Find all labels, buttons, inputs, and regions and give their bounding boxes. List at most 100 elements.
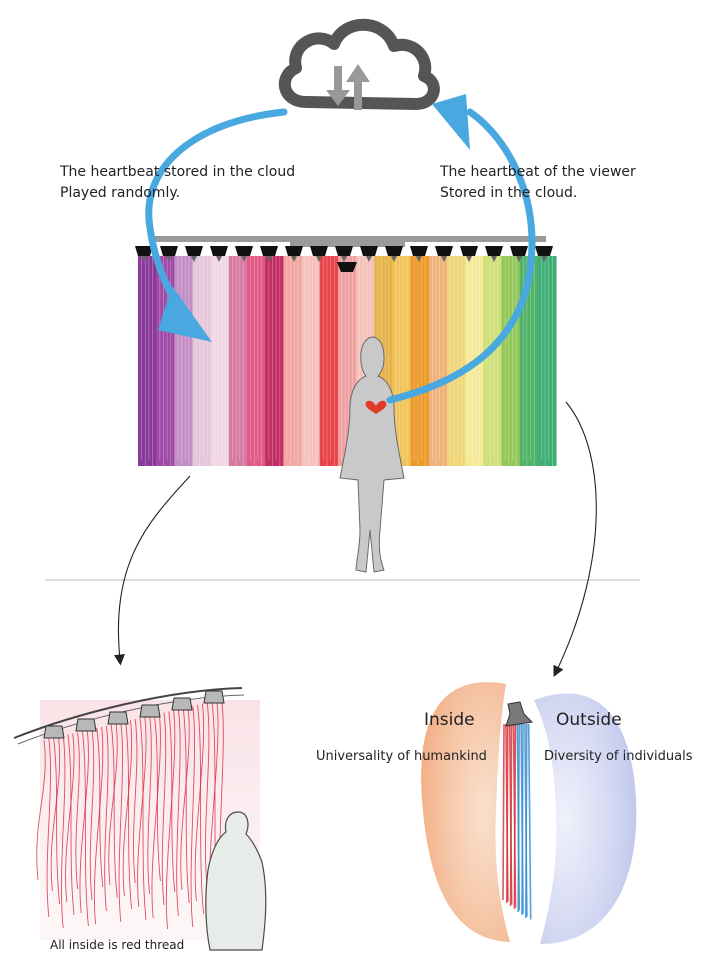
speaker-icon [260, 246, 278, 256]
heart-icon [365, 400, 387, 414]
io-thread [521, 723, 524, 916]
cloud-right-label-1: The heartbeat of the viewer [439, 164, 636, 180]
speaker-rail [135, 236, 553, 272]
red-thread [180, 706, 190, 891]
thread-band [138, 256, 157, 466]
thread-curtain [138, 256, 557, 466]
thread-band [174, 256, 194, 466]
speaker-cone [166, 256, 172, 262]
speaker-cone [316, 256, 322, 262]
io-thread [502, 723, 505, 901]
speaker-cone [466, 256, 472, 262]
red-thread [194, 703, 205, 902]
thread-band [537, 256, 557, 466]
red-thread [46, 738, 51, 918]
sketch-speaker-icon [43, 725, 65, 739]
io-thread [513, 723, 517, 910]
inside-title: Inside [424, 710, 475, 730]
speaker-icon [135, 246, 153, 256]
speaker-cone [216, 256, 222, 262]
sketch-speaker-icon [203, 690, 225, 704]
speaker-icon [335, 246, 353, 256]
speaker-icon [435, 246, 453, 256]
outside-subtitle: Diversity of individuals [544, 749, 693, 764]
thread-band [247, 256, 266, 466]
thread-band [228, 256, 248, 466]
speaker-cone [516, 256, 522, 262]
speaker-icon [510, 246, 528, 256]
red-thread [151, 713, 161, 919]
outside-title: Outside [556, 710, 622, 730]
red-thread [65, 733, 75, 903]
sketch-caption: All inside is red thread [50, 938, 184, 952]
thread-band [483, 256, 503, 466]
red-thread [165, 710, 176, 930]
speaker-icon [337, 262, 357, 272]
speaker-cone [441, 256, 447, 262]
red-thread [137, 716, 147, 908]
speaker-icon [535, 246, 553, 256]
thread-band [392, 256, 412, 466]
person-silhouette [339, 336, 405, 573]
red-thread [139, 717, 147, 921]
sketch-speaker-icon [75, 718, 97, 732]
red-thread [81, 731, 89, 927]
speaker-cone [266, 256, 272, 262]
heartbeat-flow-arrows [145, 94, 536, 404]
red-thread-sketch [13, 687, 267, 951]
cloud-left-label-2: Played randomly. [60, 185, 180, 201]
red-thread [110, 724, 118, 899]
speaker-icon [285, 246, 303, 256]
speaker-icon [460, 246, 478, 256]
red-thread [147, 715, 152, 895]
inside-outside-diagram [421, 682, 637, 944]
inside-subtitle: Universality of humankind [316, 749, 487, 764]
red-thread [133, 719, 138, 884]
thread-band [519, 256, 539, 466]
red-thread [161, 712, 167, 906]
speaker-icon [160, 246, 178, 256]
thread-band [283, 256, 303, 466]
thread-band [428, 256, 448, 466]
io-thread [524, 723, 528, 919]
speaker-cone [491, 256, 497, 262]
cloud-right-label-2: Stored in the cloud. [440, 185, 577, 201]
red-thread [122, 720, 133, 897]
io-thread [509, 723, 513, 907]
thread-band [301, 256, 321, 466]
arrow-to-inside-outside [553, 401, 597, 677]
speaker-icon [360, 246, 378, 256]
speaker-cone [241, 256, 247, 262]
thread-band [319, 256, 339, 466]
red-thread [53, 737, 61, 905]
speaker-icon [185, 246, 203, 256]
speaker-icon [385, 246, 403, 256]
speaker-icon [410, 246, 428, 256]
red-thread [67, 734, 75, 916]
red-thread [205, 702, 210, 889]
red-thread [61, 735, 66, 929]
sketch-speaker-icon [171, 697, 193, 711]
io-thread [506, 723, 509, 904]
speaker-icon [210, 246, 228, 256]
red-thread [104, 725, 109, 912]
sketch-speaker-icon [139, 704, 161, 718]
speaker-icon [235, 246, 253, 256]
speaker-cone [391, 256, 397, 262]
red-thread [118, 722, 123, 923]
red-thread [197, 704, 205, 915]
red-thread [176, 709, 181, 917]
speaker-cone [291, 256, 297, 262]
red-thread [89, 728, 95, 901]
thread-band [192, 256, 212, 466]
speaker-cone [191, 256, 197, 262]
speaker-icon [485, 246, 503, 256]
red-thread [75, 732, 80, 890]
io-thread [527, 723, 532, 920]
speaker-cone [141, 256, 147, 262]
red-thread [93, 726, 104, 925]
thread-band [447, 256, 466, 466]
red-thread [190, 705, 195, 928]
arrow-to-sketch [113, 475, 191, 666]
